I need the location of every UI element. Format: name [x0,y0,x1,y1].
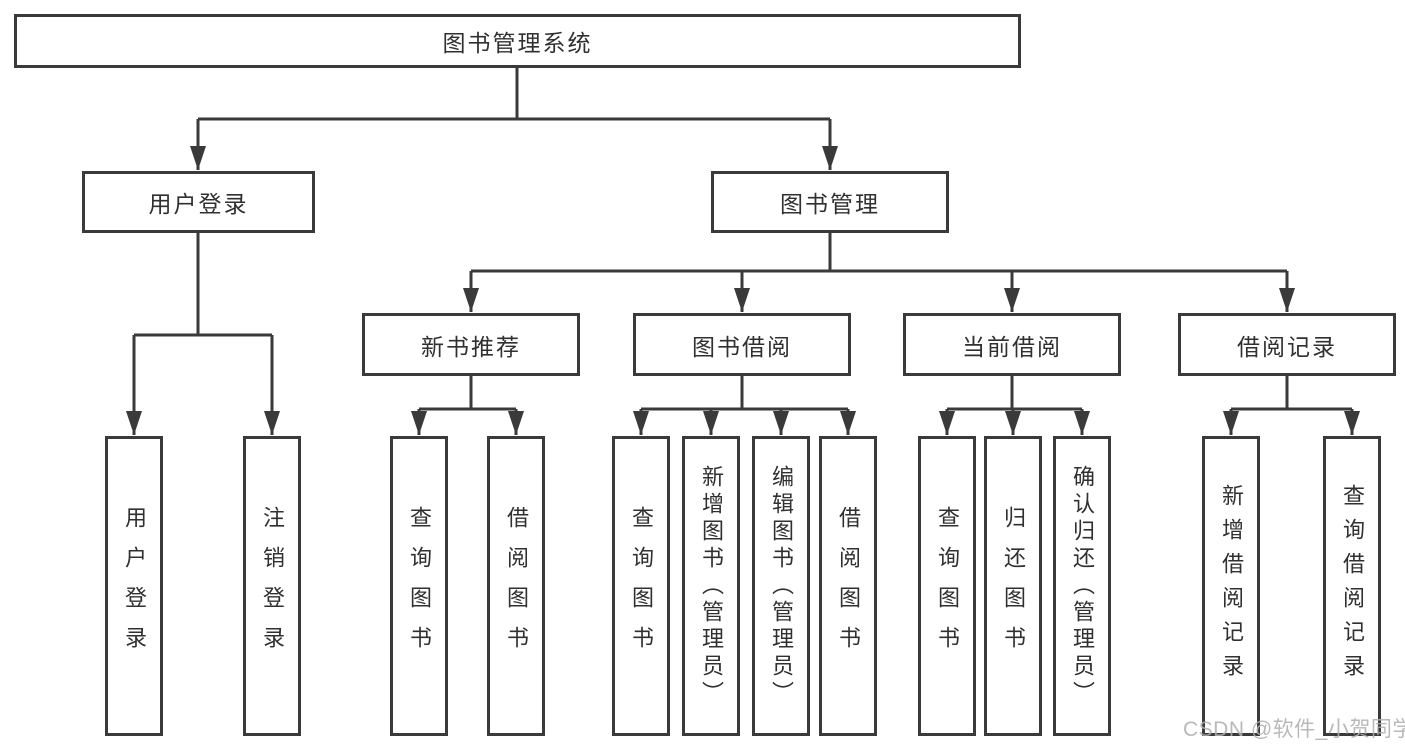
node-new-book-recommend: 新书推荐 [362,313,580,376]
node-book-borrowing: 图书借阅 [633,313,851,376]
leaf-label: 查询图书 [935,506,960,666]
leaf-borrow-books-newbook: 借阅图书 [487,436,545,736]
leaf-label: 归还图书 [1001,506,1026,666]
node-borrowing-records: 借阅记录 [1178,313,1396,376]
leaf-label: 用户登录 [122,506,147,666]
connector-login [134,233,272,337]
leaf-label: 查询借阅记录 [1340,484,1365,688]
leaf-query-books-current: 查询图书 [918,436,976,736]
leaf-label: 编辑图书（管理员） [769,464,794,708]
leaf-query-borrow-record: 查询借阅记录 [1323,436,1381,736]
leaf-return-books: 归还图书 [984,436,1042,736]
node-label: 借阅记录 [1237,333,1337,360]
node-label: 图书管理系统 [442,30,593,56]
watermark-text: CSDN @软件_小贺同学 [1183,718,1405,741]
leaf-query-books-borrow: 查询图书 [612,436,670,736]
leaf-label: 查询图书 [407,506,432,666]
leaf-user-login: 用户登录 [105,436,163,736]
connector-management [471,233,1287,273]
node-book-management: 图书管理 [711,171,949,233]
leaf-edit-books-admin: 编辑图书（管理员） [752,436,810,736]
leaf-query-books-newbook: 查询图书 [390,436,448,736]
node-label: 用户登录 [148,191,249,217]
leaf-label: 借阅图书 [504,506,529,666]
leaf-label: 借阅图书 [836,506,861,666]
leaf-label: 新增借阅记录 [1219,484,1244,688]
leaf-confirm-return-admin: 确认归还（管理员） [1053,436,1111,736]
leaf-label: 注销登录 [260,506,285,666]
node-label: 新书推荐 [421,333,521,360]
node-user-login: 用户登录 [82,171,315,233]
leaf-label: 确认归还（管理员） [1070,464,1095,708]
node-label: 当前借阅 [962,333,1062,360]
connector-newbook [419,376,516,411]
connector-root [198,68,830,121]
connector-current [947,376,1082,411]
leaf-logout: 注销登录 [243,436,301,736]
leaf-label: 新增图书（管理员） [699,464,724,708]
leaf-borrow-books-borrow: 借阅图书 [819,436,877,736]
leaf-label: 查询图书 [629,506,654,666]
connector-records [1231,376,1352,411]
node-library-system: 图书管理系统 [14,14,1021,68]
node-label: 图书管理 [780,191,880,217]
connector-borrow [641,376,848,411]
node-label: 图书借阅 [692,333,792,360]
leaf-add-books-admin: 新增图书（管理员） [682,436,740,736]
node-current-borrowing: 当前借阅 [903,313,1121,376]
leaf-add-borrow-record: 新增借阅记录 [1202,436,1260,736]
